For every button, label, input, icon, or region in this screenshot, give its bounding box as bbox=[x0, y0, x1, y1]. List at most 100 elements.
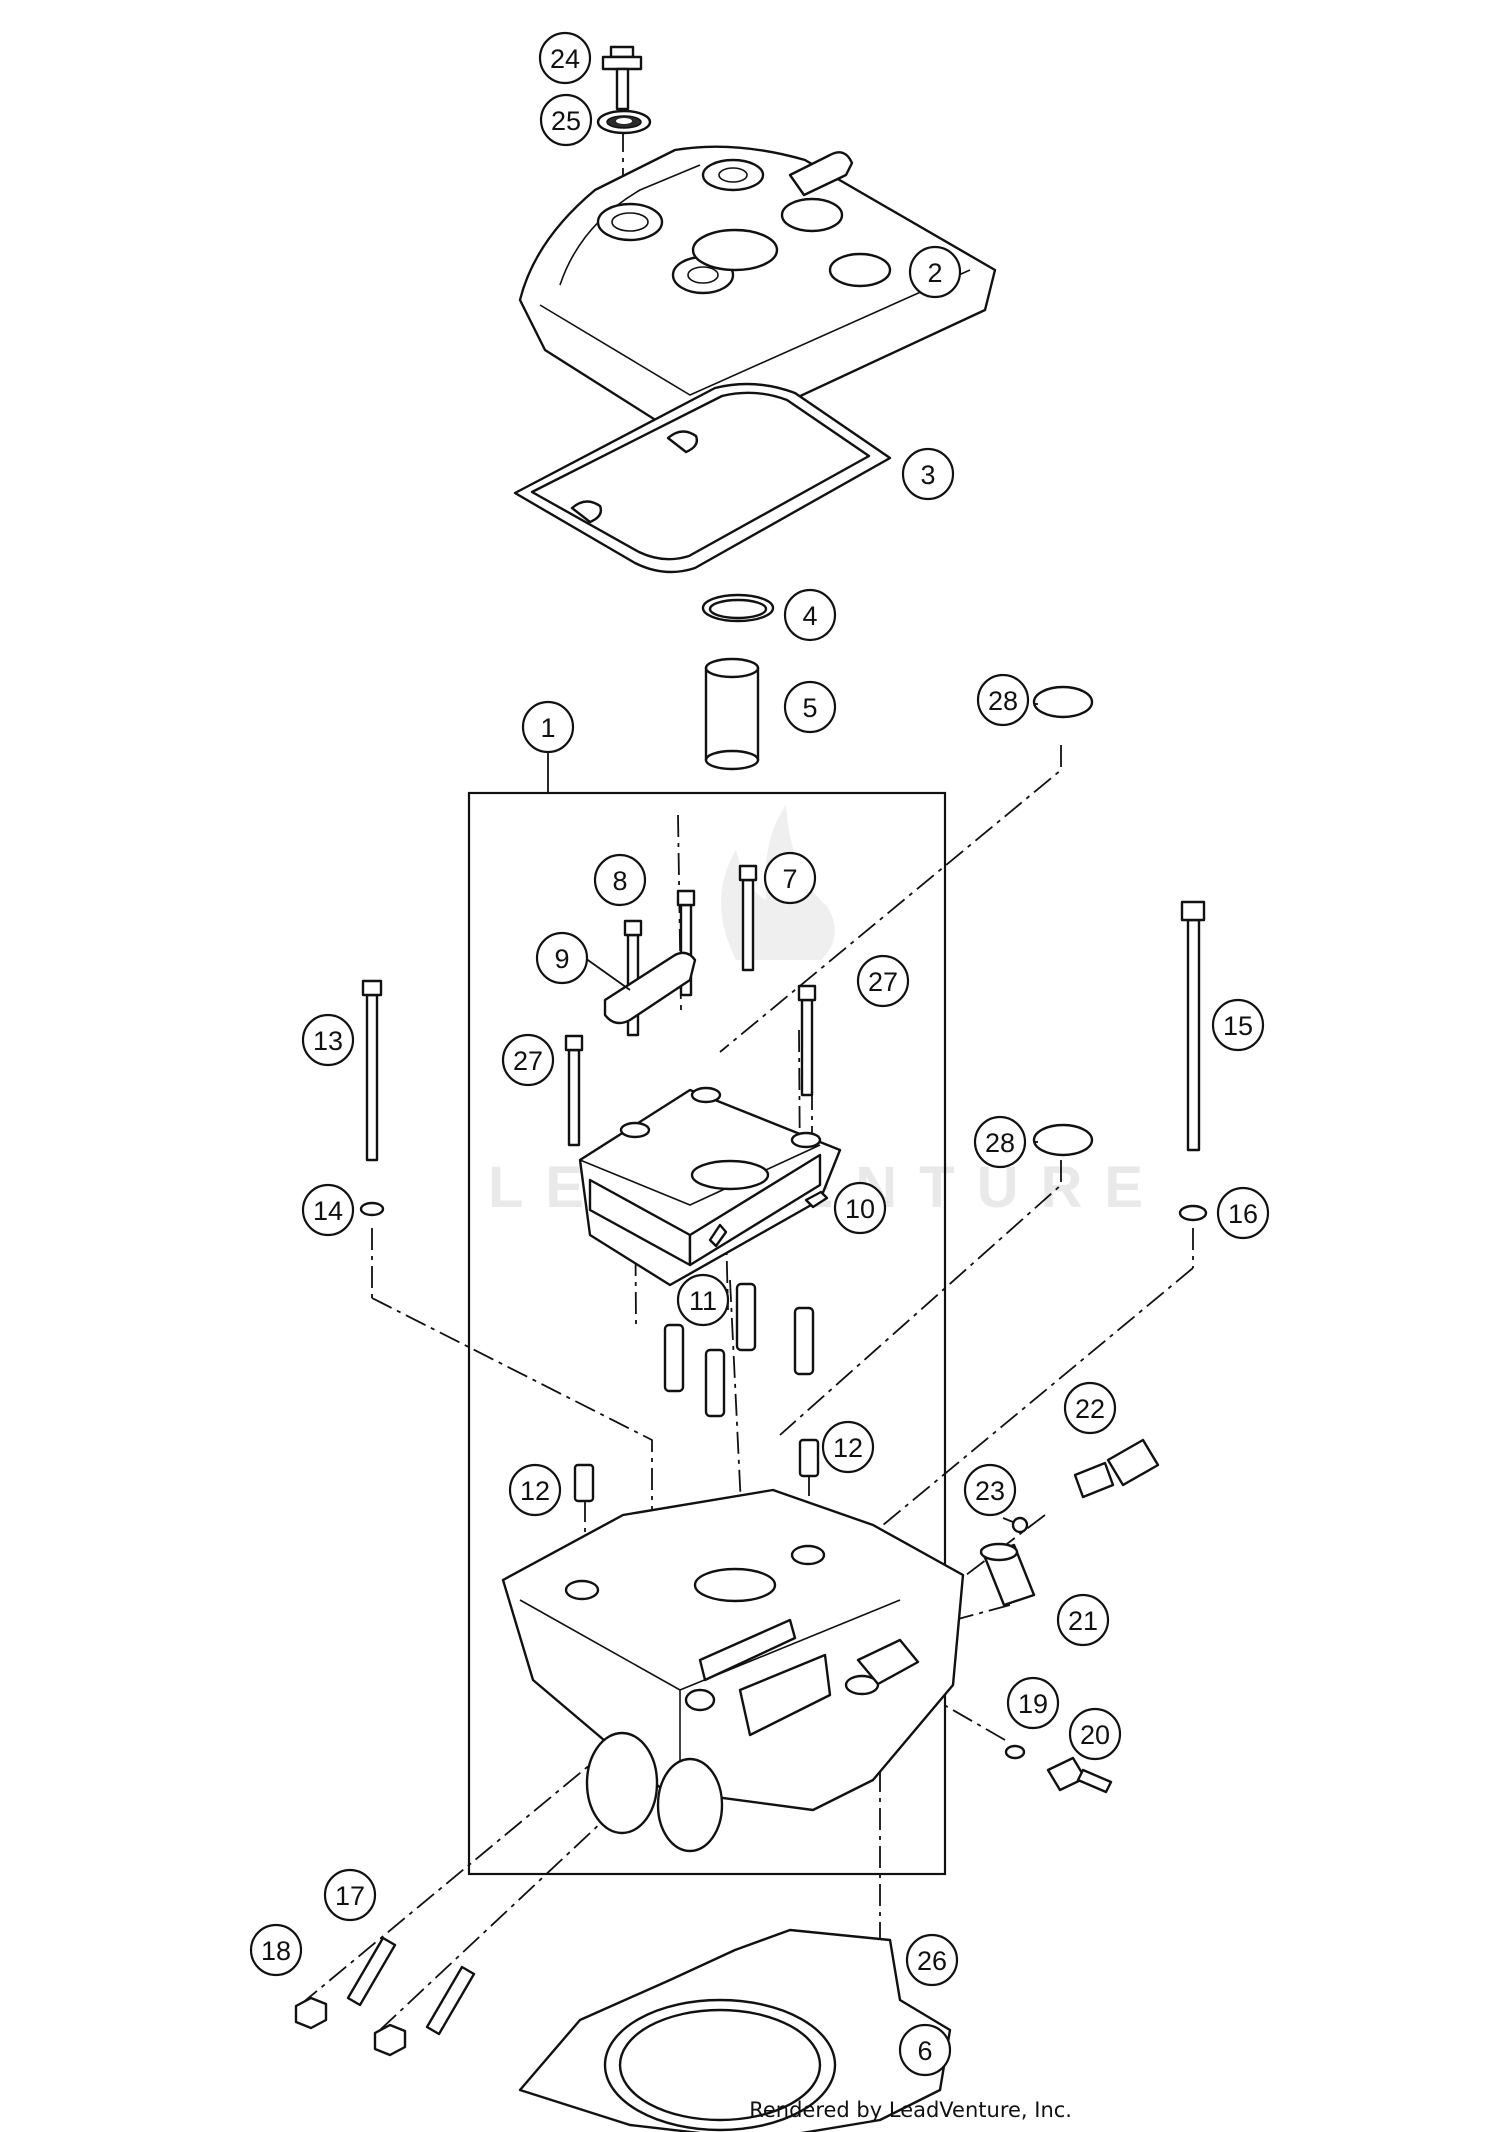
part-23-o-ring bbox=[1011, 1516, 1029, 1534]
callout-circle bbox=[1068, 1707, 1122, 1761]
callout-12b: 12 bbox=[821, 1420, 875, 1474]
part-18-nuts bbox=[294, 1996, 407, 2057]
callout-circle bbox=[783, 680, 837, 734]
callout-circle bbox=[301, 1013, 355, 1067]
callout-circle bbox=[1211, 998, 1265, 1052]
callout-2: 2 bbox=[908, 245, 962, 299]
callout-number: 12 bbox=[833, 1433, 863, 1463]
callout-number: 12 bbox=[520, 1476, 550, 1506]
callout-18: 18 bbox=[249, 1923, 303, 1977]
callout-17: 17 bbox=[323, 1868, 377, 1922]
callout-circle bbox=[1216, 1186, 1270, 1240]
part-17-studs bbox=[346, 1936, 476, 2036]
callout-circle bbox=[833, 1181, 887, 1235]
callout-21: 21 bbox=[1056, 1593, 1110, 1647]
part-10-camshaft-bridge bbox=[578, 1086, 842, 1287]
part-15-stud-bolt bbox=[1180, 900, 1206, 1152]
callout-number: 28 bbox=[988, 686, 1018, 716]
callout-4: 4 bbox=[783, 588, 837, 642]
callout-number: 26 bbox=[917, 1946, 947, 1976]
callout-14: 14 bbox=[301, 1183, 355, 1237]
callout-number: 18 bbox=[261, 1936, 291, 1966]
callout-number: 20 bbox=[1080, 1720, 1110, 1750]
callout-number: 6 bbox=[917, 2036, 932, 2066]
part-24-screw bbox=[601, 45, 643, 111]
callout-circle bbox=[963, 1463, 1017, 1517]
callout-number: 21 bbox=[1068, 1606, 1098, 1636]
part-3-valve-cover-gasket bbox=[513, 382, 892, 574]
callout-9: 9 bbox=[535, 931, 589, 985]
callout-number: 10 bbox=[845, 1194, 875, 1224]
part-12-dowel-right bbox=[798, 1438, 820, 1478]
callout-number: 3 bbox=[920, 460, 935, 490]
part-16-washer bbox=[1178, 1204, 1208, 1222]
callout-circle bbox=[763, 851, 817, 905]
callout-circle bbox=[783, 588, 837, 642]
callout-number: 19 bbox=[1018, 1689, 1048, 1719]
callout-23: 23 bbox=[963, 1463, 1017, 1517]
callout-20: 20 bbox=[1068, 1707, 1122, 1761]
callout-circle bbox=[976, 673, 1030, 727]
callout-circle bbox=[538, 31, 592, 85]
callout-3: 3 bbox=[901, 447, 955, 501]
part-19-seal-ring bbox=[1004, 1744, 1026, 1760]
part-13-stud-bolt bbox=[361, 979, 383, 1162]
callout-circle bbox=[1006, 1676, 1060, 1730]
callout-circle bbox=[676, 1273, 730, 1327]
callout-27a: 27 bbox=[501, 1033, 555, 1087]
footer-credit: Rendered by LeadVenture, Inc. bbox=[749, 2098, 1072, 2122]
callout-6: 6 bbox=[898, 2023, 952, 2077]
part-20-temperature-sensor bbox=[1046, 1756, 1113, 1794]
callout-layer: 1234567891011121213141516171819202122232… bbox=[249, 31, 1270, 2077]
callout-16: 16 bbox=[1216, 1186, 1270, 1240]
callout-circle bbox=[821, 1420, 875, 1474]
callout-number: 27 bbox=[868, 967, 898, 997]
callout-number: 17 bbox=[335, 1881, 365, 1911]
callout-circle bbox=[973, 1115, 1027, 1169]
callout-12a: 12 bbox=[508, 1463, 562, 1517]
callout-number: 27 bbox=[513, 1046, 543, 1076]
callout-1: 1 bbox=[521, 700, 575, 754]
callout-28a: 28 bbox=[976, 673, 1030, 727]
part-6-head-gasket bbox=[518, 1928, 952, 2132]
callout-number: 14 bbox=[313, 1196, 343, 1226]
callout-number: 4 bbox=[802, 601, 817, 631]
callout-28b: 28 bbox=[973, 1115, 1027, 1169]
callout-number: 23 bbox=[975, 1476, 1005, 1506]
callout-19: 19 bbox=[1006, 1676, 1060, 1730]
callout-circle bbox=[508, 1463, 562, 1517]
callout-number: 24 bbox=[550, 44, 580, 74]
callout-circle bbox=[908, 245, 962, 299]
callout-circle bbox=[301, 1183, 355, 1237]
part-9-bracket bbox=[603, 951, 697, 1025]
part-11-valve-guides bbox=[663, 1282, 815, 1418]
callout-13: 13 bbox=[301, 1013, 355, 1067]
callout-circle bbox=[905, 1933, 959, 1987]
callout-leader-lines bbox=[584, 703, 1038, 1523]
callout-24: 24 bbox=[538, 31, 592, 85]
callout-circle bbox=[898, 2023, 952, 2077]
callout-number: 15 bbox=[1223, 1011, 1253, 1041]
part-22-sensor bbox=[1073, 1438, 1160, 1499]
part-1-cylinder-head bbox=[501, 1488, 965, 1853]
callout-number: 22 bbox=[1075, 1394, 1105, 1424]
callout-number: 13 bbox=[313, 1026, 343, 1056]
callout-number: 25 bbox=[551, 106, 581, 136]
callout-circle bbox=[521, 700, 575, 754]
part-5-sleeve bbox=[704, 657, 760, 771]
callout-circle bbox=[539, 93, 593, 147]
callout-circle bbox=[593, 853, 647, 907]
callout-circle bbox=[501, 1033, 555, 1087]
callout-circle bbox=[856, 954, 910, 1008]
callout-circle bbox=[1063, 1381, 1117, 1435]
callout-number: 16 bbox=[1228, 1199, 1258, 1229]
callout-number: 7 bbox=[782, 864, 797, 894]
part-14-washer bbox=[359, 1201, 385, 1217]
callout-8: 8 bbox=[593, 853, 647, 907]
part-25-seal bbox=[596, 109, 652, 135]
callout-22: 22 bbox=[1063, 1381, 1117, 1435]
part-28-o-ring-upper bbox=[1032, 685, 1094, 719]
part-28-o-ring-lower bbox=[1032, 1123, 1094, 1157]
callout-number: 8 bbox=[612, 866, 627, 896]
